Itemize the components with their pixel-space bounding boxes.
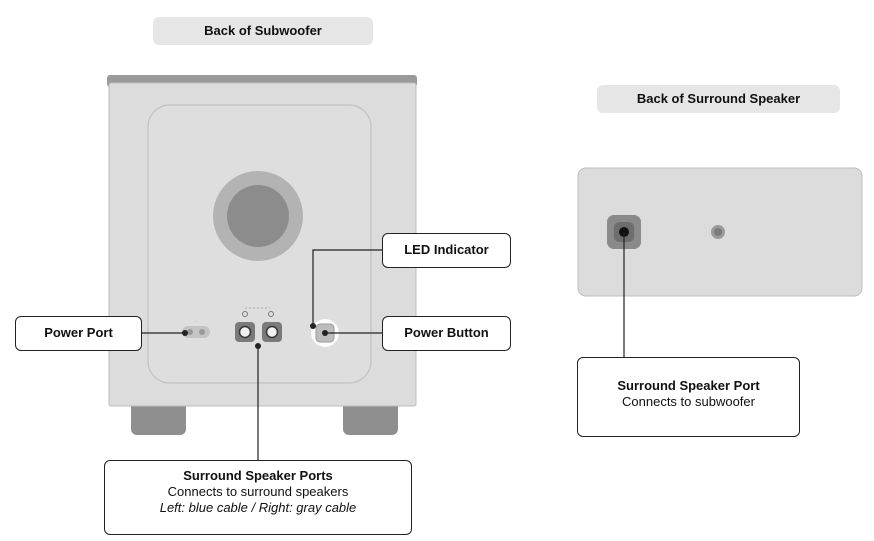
surround-speaker-port-title: Surround Speaker Port bbox=[617, 378, 760, 393]
surround-speaker-heading: Back of Surround Speaker bbox=[597, 85, 840, 113]
power-port-mark: — bbox=[195, 319, 198, 323]
power-port-leader-dot bbox=[182, 330, 188, 336]
surround-ports-description: Connects to surround speakers bbox=[167, 484, 349, 499]
led-indicator-callout: LED Indicator bbox=[382, 233, 511, 268]
surround-speaker-mount-hole-center bbox=[714, 228, 722, 236]
woofer-vent-inner bbox=[227, 185, 289, 247]
subwoofer-right-foot bbox=[343, 400, 398, 435]
subwoofer-left-foot bbox=[131, 400, 186, 435]
led-indicator-leader bbox=[312, 249, 382, 326]
surround-ports-title: Surround Speaker Ports bbox=[183, 468, 333, 483]
power-port-socket bbox=[182, 326, 210, 338]
surround-speaker-port-callout: Surround Speaker Port Connects to subwoo… bbox=[577, 357, 800, 437]
surround-port-right-jack bbox=[265, 325, 279, 339]
surround-speaker-ports-callout: Surround Speaker Ports Connects to surro… bbox=[104, 460, 412, 535]
power-button-leader-dot bbox=[322, 330, 328, 336]
surround-port-left-marker bbox=[242, 311, 248, 317]
surround-ports-cable-note: Left: blue cable / Right: gray cable bbox=[159, 500, 357, 515]
surround-ports-leader-dot bbox=[255, 343, 261, 349]
power-button-callout: Power Button bbox=[382, 316, 511, 351]
led-indicator-leader-dot bbox=[310, 323, 316, 329]
surround-speaker-port-description: Connects to subwoofer bbox=[622, 394, 755, 409]
surround-port-left-jack bbox=[238, 325, 252, 339]
surround-port-right-marker bbox=[268, 311, 274, 317]
subwoofer-heading: Back of Subwoofer bbox=[153, 17, 373, 45]
power-port-callout: Power Port bbox=[15, 316, 142, 351]
power-port-pin-right bbox=[199, 329, 205, 335]
power-port-pin-left bbox=[187, 329, 193, 335]
